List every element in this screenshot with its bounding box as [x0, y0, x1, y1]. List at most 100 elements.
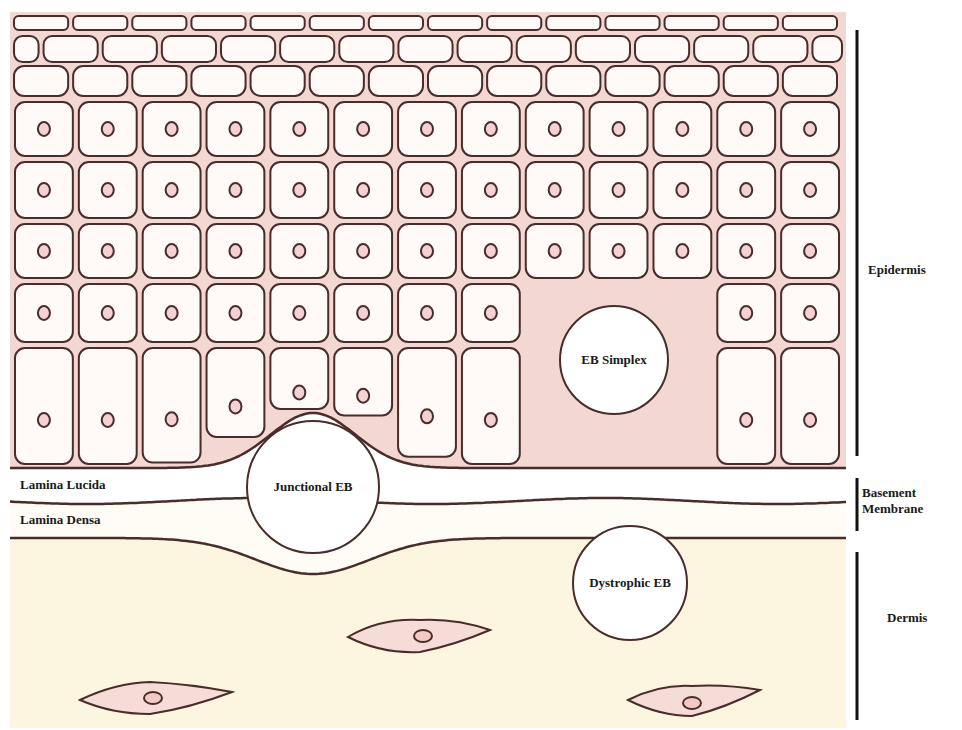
epidermal-cell — [207, 102, 265, 156]
blister-circle: Junctional EB — [246, 420, 380, 554]
epidermal-cell — [781, 348, 839, 464]
cell-nucleus — [549, 183, 561, 197]
cell-nucleus — [804, 122, 816, 136]
cell-nucleus — [38, 244, 50, 258]
fibroblast — [80, 682, 232, 714]
epidermal-cell — [605, 16, 659, 30]
epidermal-cell — [280, 36, 334, 62]
cell-nucleus — [613, 183, 625, 197]
cell-nucleus — [549, 244, 561, 258]
epidermal-cell — [339, 36, 393, 62]
fibroblast-nucleus — [683, 697, 701, 709]
epidermal-cell — [310, 66, 364, 96]
epidermal-cell — [143, 284, 201, 342]
epidermis-bracket — [856, 30, 859, 456]
membrane-line — [10, 538, 846, 574]
epidermal-cells — [14, 16, 842, 464]
epidermal-cell — [334, 102, 392, 156]
layer-label: Lamina Densa — [16, 512, 101, 528]
epidermal-cell — [653, 102, 711, 156]
epidermal-cell — [334, 224, 392, 278]
epidermal-cell — [665, 16, 719, 30]
layer-name: Dermis — [887, 610, 927, 626]
cell-nucleus — [357, 183, 369, 197]
epidermal-cell — [717, 224, 775, 278]
epidermal-cell — [334, 284, 392, 342]
lamina-densa-band — [10, 498, 846, 574]
epidermal-cell — [251, 16, 305, 30]
epidermal-cell — [207, 162, 265, 218]
blister-label: EB Simplex — [581, 352, 646, 368]
epidermal-cell — [781, 284, 839, 342]
cell-nucleus — [166, 412, 178, 426]
fibroblast — [348, 620, 490, 652]
epidermal-cell — [462, 284, 520, 342]
blister-circle: EB Simplex — [559, 305, 669, 415]
cell-nucleus — [229, 306, 241, 320]
cell-nucleus — [485, 306, 497, 320]
epidermal-cell — [143, 102, 201, 156]
fibroblast-nucleus — [414, 630, 432, 642]
cell-nucleus — [357, 389, 369, 403]
epidermal-cell — [251, 66, 305, 96]
blister-label: Dystrophic EB — [589, 575, 671, 591]
epidermal-cell — [207, 284, 265, 342]
cell-nucleus — [676, 122, 688, 136]
epidermal-cell — [270, 102, 328, 156]
cell-nucleus — [293, 244, 305, 258]
epidermal-cell — [717, 284, 775, 342]
fibroblasts — [80, 620, 760, 716]
epidermal-cell — [14, 66, 68, 96]
epidermal-cell — [44, 36, 98, 62]
epidermal-cell — [191, 66, 245, 96]
cell-nucleus — [676, 244, 688, 258]
epidermal-cell — [79, 284, 137, 342]
epidermal-cell — [143, 348, 201, 463]
epidermal-cell — [398, 36, 452, 62]
cell-nucleus — [102, 183, 114, 197]
epidermal-cell — [783, 16, 837, 30]
epidermal-cell — [369, 16, 423, 30]
epidermal-cell — [15, 162, 73, 218]
epidermal-cell — [462, 224, 520, 278]
epidermal-cell — [15, 348, 73, 464]
cell-nucleus — [38, 122, 50, 136]
epidermal-cell — [143, 224, 201, 278]
epidermis-ground — [10, 12, 846, 472]
cell-nucleus — [102, 244, 114, 258]
node-text-group: Dystrophic EB — [574, 575, 686, 591]
epidermal-cell — [398, 102, 456, 156]
cell-nucleus — [804, 183, 816, 197]
cell-nucleus — [485, 413, 497, 427]
cell-nucleus — [740, 183, 752, 197]
cell-nucleus — [357, 122, 369, 136]
epidermal-cell — [428, 66, 482, 96]
epidermal-cell — [207, 348, 265, 437]
cell-nucleus — [485, 244, 497, 258]
blister-circle: Dystrophic EB — [572, 525, 688, 641]
cell-nucleus — [613, 244, 625, 258]
epidermal-cell — [526, 162, 584, 218]
epidermal-cell — [665, 66, 719, 96]
cell-nucleus — [166, 306, 178, 320]
cell-nucleus — [740, 306, 752, 320]
epidermal-cell — [310, 16, 364, 30]
epidermal-cell — [15, 102, 73, 156]
epidermal-cell — [398, 162, 456, 218]
epidermal-cell — [398, 224, 456, 278]
cell-nucleus — [421, 244, 433, 258]
cell-nucleus — [102, 122, 114, 136]
epidermal-cell — [143, 162, 201, 218]
cell-nucleus — [293, 386, 305, 400]
node-text-group: EB Simplex — [561, 352, 667, 368]
epidermal-cell — [517, 36, 571, 62]
cell-nucleus — [804, 413, 816, 427]
cell-nucleus — [229, 183, 241, 197]
fibroblast — [628, 686, 760, 717]
epidermal-cell — [753, 36, 807, 62]
epidermal-cell — [576, 36, 630, 62]
epidermal-cell — [694, 36, 748, 62]
epidermal-cell — [590, 102, 648, 156]
membrane-line — [10, 498, 846, 504]
